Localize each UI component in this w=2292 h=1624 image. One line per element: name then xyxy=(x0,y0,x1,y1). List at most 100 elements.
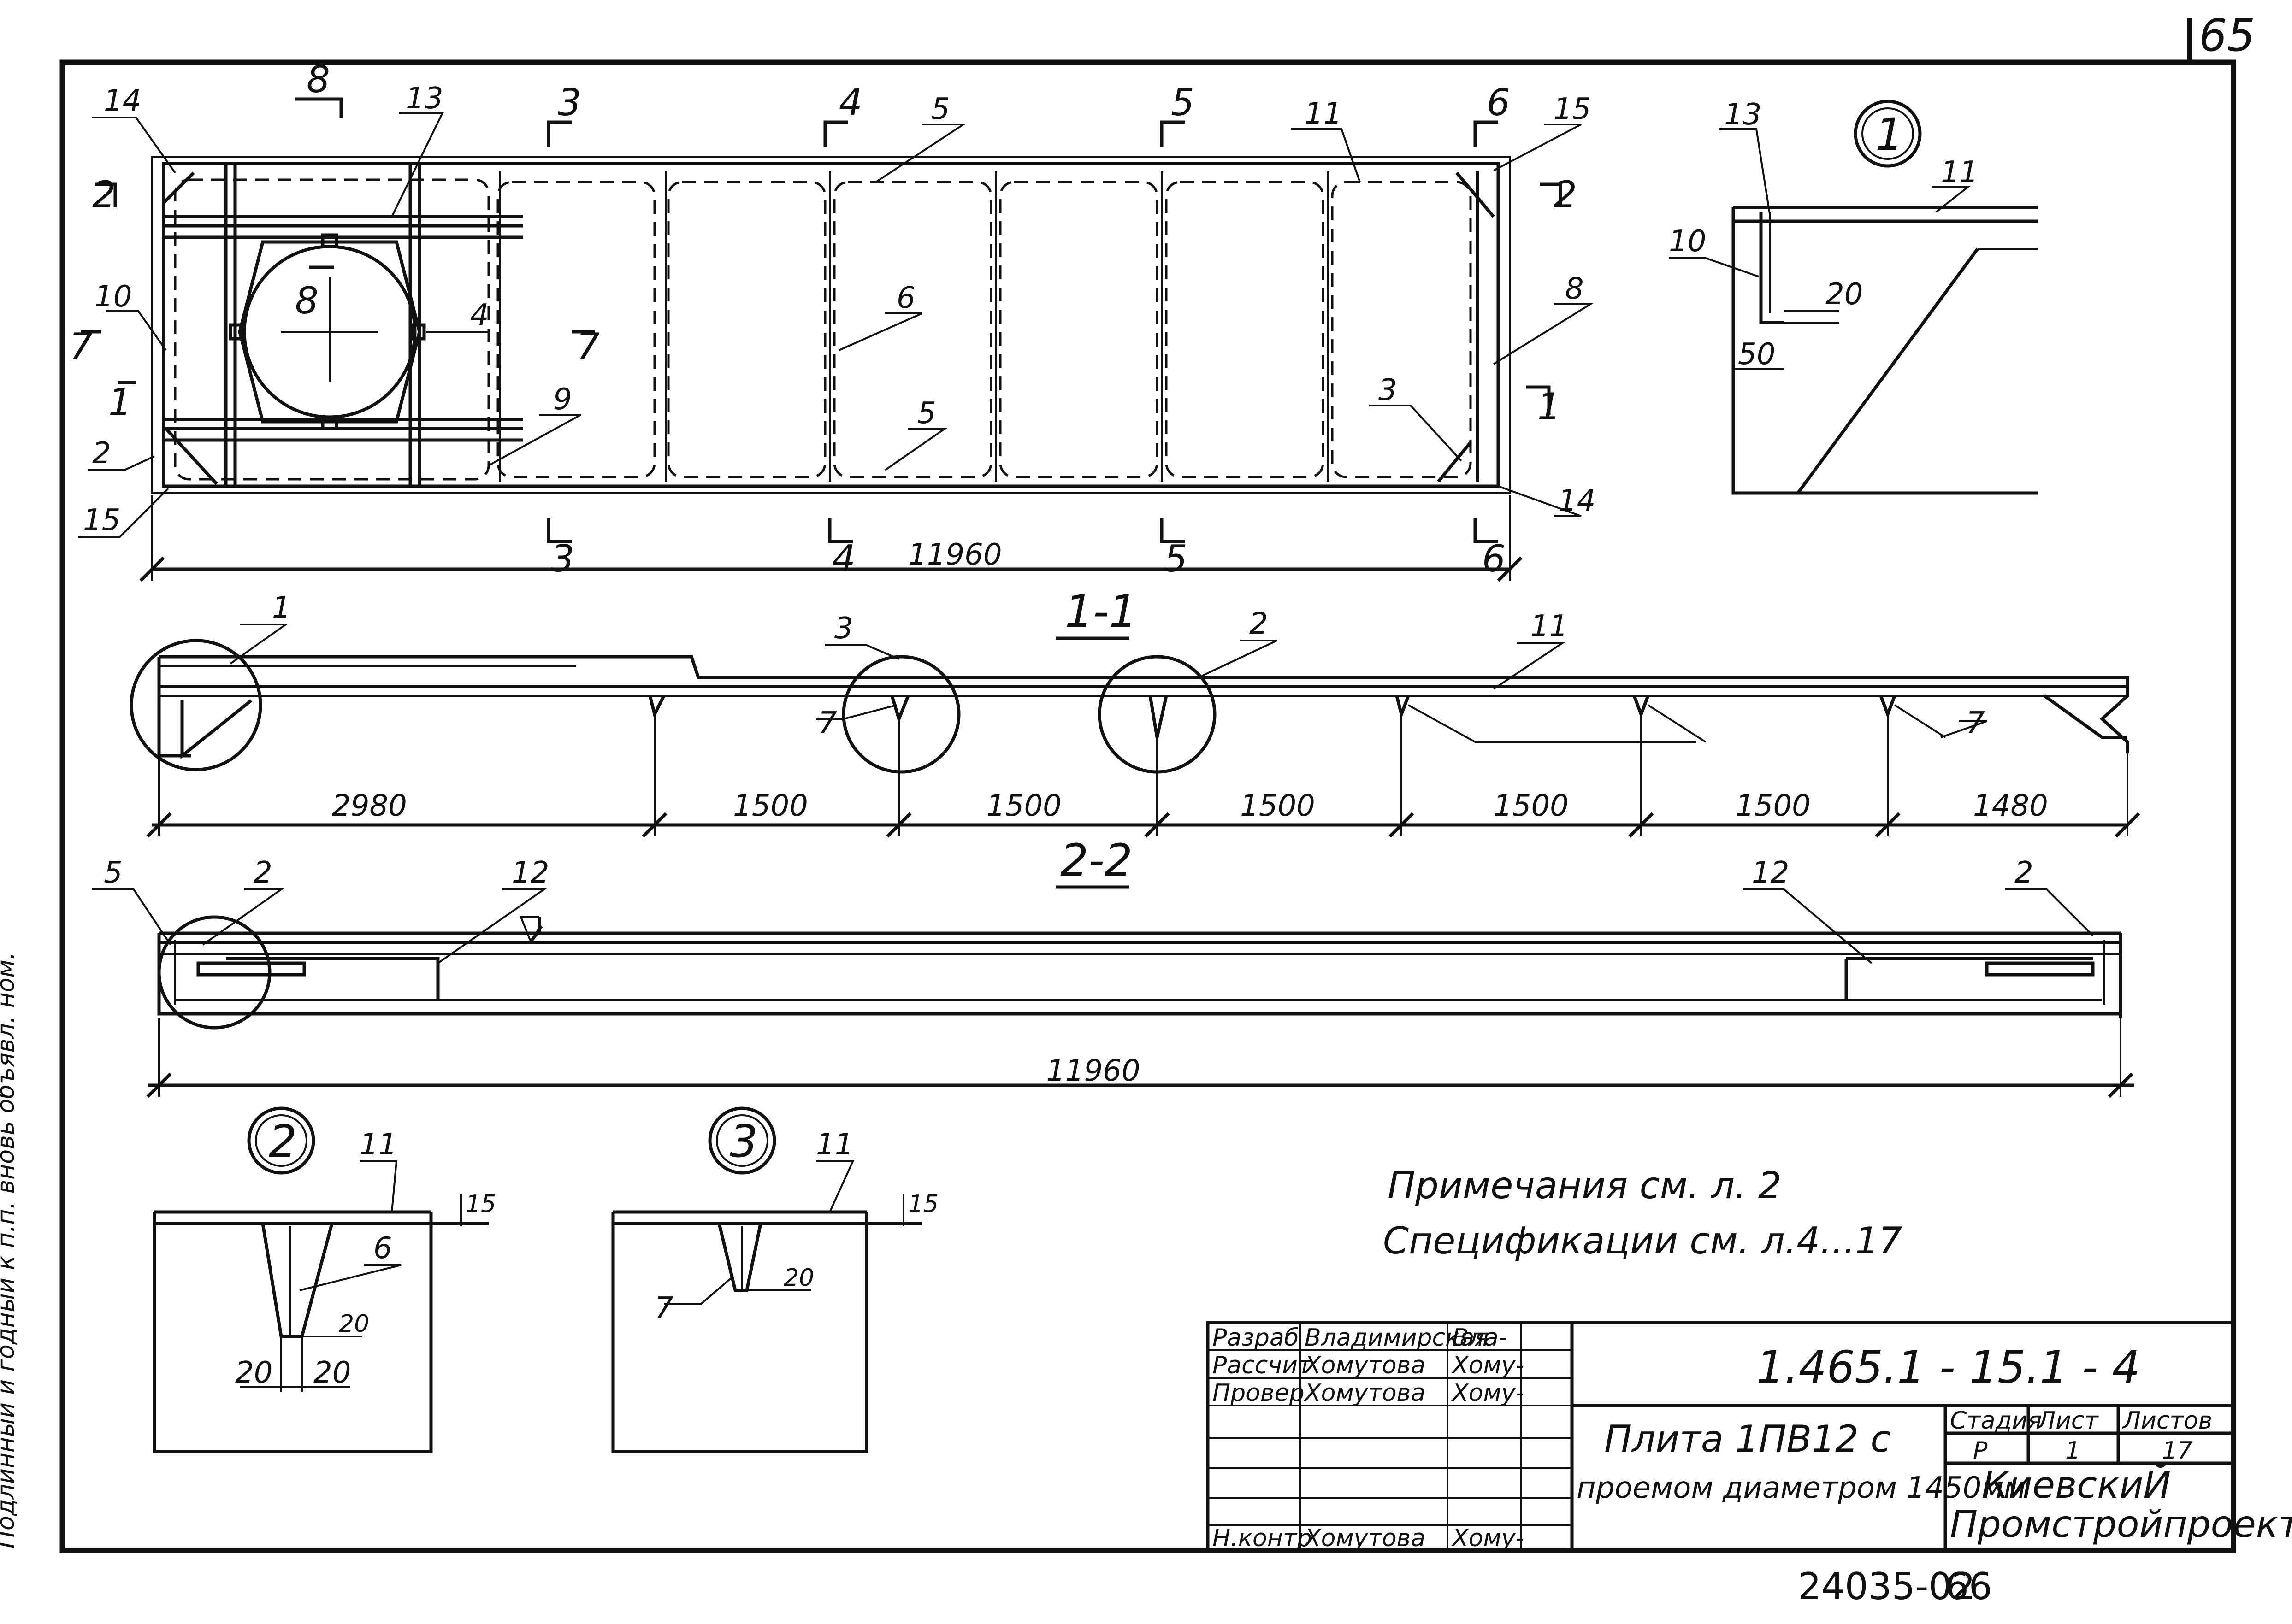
plan-mark-4-top: 4 xyxy=(839,81,862,124)
section-1-1-dim-5: 1500 xyxy=(1494,789,1569,823)
section-1-1-callout-3: 3 xyxy=(834,612,853,646)
plan-mark-1-right: 1 xyxy=(1537,385,1561,428)
plan-callout-5-top: 5 xyxy=(931,92,950,126)
section-2-2-drawing xyxy=(92,885,2134,1098)
detail-1-label-10: 10 xyxy=(1669,224,1706,259)
detail-1-title: 1 xyxy=(1875,109,1903,160)
section-2-2-callout-2-left: 2 xyxy=(254,856,272,890)
plan-mark-6-top: 6 xyxy=(1487,81,1510,124)
section-1-1-callout-1: 1 xyxy=(272,591,291,625)
tb-role-6: Н.контр xyxy=(1212,1524,1312,1552)
plan-mark-2-left: 2 xyxy=(92,173,116,216)
detail-2-drawing xyxy=(153,1106,489,1453)
plan-callout-14-bottom: 14 xyxy=(1558,484,1595,518)
tb-sheet-value: 1 xyxy=(2065,1437,2080,1465)
plan-overall-dim: 11960 xyxy=(908,538,1002,572)
section-1-1-dim-1: 2980 xyxy=(332,789,407,823)
tb-stage-value: Р xyxy=(1973,1437,1988,1465)
plan-mark-1-left: 1 xyxy=(108,381,132,424)
tb-description-2: проемом диаметром 1450мм xyxy=(1577,1471,2026,1505)
plan-view xyxy=(139,156,1523,582)
tb-signature-6: Хому- xyxy=(1451,1524,1524,1552)
plan-mark-6-bottom: 6 xyxy=(1482,537,1506,580)
detail-1-label-13: 13 xyxy=(1724,98,1761,132)
detail-1-label-11: 11 xyxy=(1941,155,1978,189)
plan-mark-5-bottom: 5 xyxy=(1164,537,1187,580)
section-1-1-dim-4: 1500 xyxy=(1240,789,1315,823)
detail-2-label-15: 15 xyxy=(466,1190,496,1218)
plan-mark-7-mid: 7 xyxy=(576,325,600,368)
plan-callout-3: 3 xyxy=(1378,373,1397,407)
tb-org-line-1: КиевскиЙ xyxy=(1982,1463,2171,1506)
plan-mark-5-top: 5 xyxy=(1171,81,1194,124)
tb-name-2: Хомутова xyxy=(1303,1352,1425,1379)
section-2-2-overall-dim: 11960 xyxy=(1046,1054,1140,1088)
plan-callout-15-bottom: 15 xyxy=(83,503,120,537)
tb-sheets-header: Листов xyxy=(2122,1407,2212,1435)
section-1-1-drawing xyxy=(130,624,2140,838)
detail-1-label-20: 20 xyxy=(1825,277,1863,312)
title-block-grid xyxy=(1206,1321,2235,1553)
plan-callout-14-top: 14 xyxy=(104,84,141,118)
section-1-1-callout-11: 11 xyxy=(1530,609,1568,643)
plan-section-marks xyxy=(81,97,1562,543)
detail-3-label-20: 20 xyxy=(784,1264,814,1292)
tb-signature-3: Хому- xyxy=(1451,1379,1524,1407)
section-2-2-callout-2-right: 2 xyxy=(2014,856,2033,890)
tb-stage-header: Стадия xyxy=(1950,1407,2042,1435)
plan-callout-6: 6 xyxy=(897,281,916,315)
tb-role-3: Провер xyxy=(1212,1379,1305,1407)
plan-mark-2-right: 2 xyxy=(1554,173,1577,216)
bottom-code: 24035-02 xyxy=(1798,1565,1975,1608)
plan-mark-4-bottom: 4 xyxy=(832,537,856,580)
detail-2-label-11: 11 xyxy=(360,1128,397,1162)
sheet-frame xyxy=(59,18,2236,1553)
tb-org-line-2: Промстройпроект xyxy=(1950,1503,2292,1546)
tb-sheets-value: 17 xyxy=(2162,1437,2192,1465)
sheet-number: 65 xyxy=(2199,10,2255,61)
plan-mark-3-bottom: 3 xyxy=(551,537,574,580)
section-1-1-callout-7-right: 7 xyxy=(1966,706,1985,740)
plan-mark-3-top: 3 xyxy=(558,81,581,124)
plan-callout-10: 10 xyxy=(95,280,132,314)
tb-role-2: Рассчит xyxy=(1212,1352,1312,1379)
plan-callout-15-top: 15 xyxy=(1554,92,1591,126)
bottom-page: 66 xyxy=(1945,1565,1992,1608)
detail-3-drawing xyxy=(611,1106,922,1453)
detail-2-label-20-l: 20 xyxy=(235,1356,272,1390)
detail-2-label-6: 6 xyxy=(373,1231,392,1265)
tb-sheet-header: Лист xyxy=(2037,1407,2099,1435)
tb-name-1: Владимирская xyxy=(1305,1324,1489,1352)
section-1-1-callout-7-left: 7 xyxy=(818,706,837,740)
section-1-1-dim-7: 1480 xyxy=(1973,789,2048,823)
tb-signature-2: Хому- xyxy=(1451,1352,1524,1379)
plan-mark-8-center: 8 xyxy=(295,279,319,322)
section-2-2-callout-12-left: 12 xyxy=(512,856,549,890)
detail-1-label-50: 50 xyxy=(1738,337,1775,371)
side-stamp: Подлинный и годный к п.п. вновь объявл. … xyxy=(0,952,20,1548)
plan-mark-8-top: 8 xyxy=(307,58,330,101)
plan-callout-9: 9 xyxy=(553,382,572,417)
tb-name-6: Хомутова xyxy=(1303,1524,1425,1552)
detail-2-label-20-v: 20 xyxy=(339,1310,369,1338)
section-1-1-dim-3: 1500 xyxy=(987,789,1062,823)
note-specifications: Спецификации см. л.4...17 xyxy=(1383,1219,1902,1262)
section-1-1-callout-2: 2 xyxy=(1249,607,1268,641)
section-2-2-callout-5: 5 xyxy=(104,856,123,890)
tb-role-1: Разраб xyxy=(1212,1324,1299,1352)
plan-callout-5-bottom: 5 xyxy=(917,396,936,430)
section-1-1-dim-6: 1500 xyxy=(1736,789,1811,823)
detail-3-label-7: 7 xyxy=(655,1291,673,1325)
tb-doc-code: 1.465.1 - 15.1 - 4 xyxy=(1756,1342,2140,1393)
plan-callout-11: 11 xyxy=(1305,97,1342,131)
tb-description-1: Плита 1ПВ12 с xyxy=(1604,1418,1890,1460)
plan-callout-4: 4 xyxy=(470,298,489,332)
plan-mark-7-left: 7 xyxy=(69,325,93,368)
plan-callout-13: 13 xyxy=(406,82,443,116)
section-1-1-title: 1-1 xyxy=(1065,586,1137,637)
tb-name-3: Хомутова xyxy=(1303,1379,1425,1407)
section-1-1-dim-2: 1500 xyxy=(733,789,808,823)
section-2-2-title: 2-2 xyxy=(1060,835,1133,886)
detail-1-drawing xyxy=(1669,100,2038,495)
